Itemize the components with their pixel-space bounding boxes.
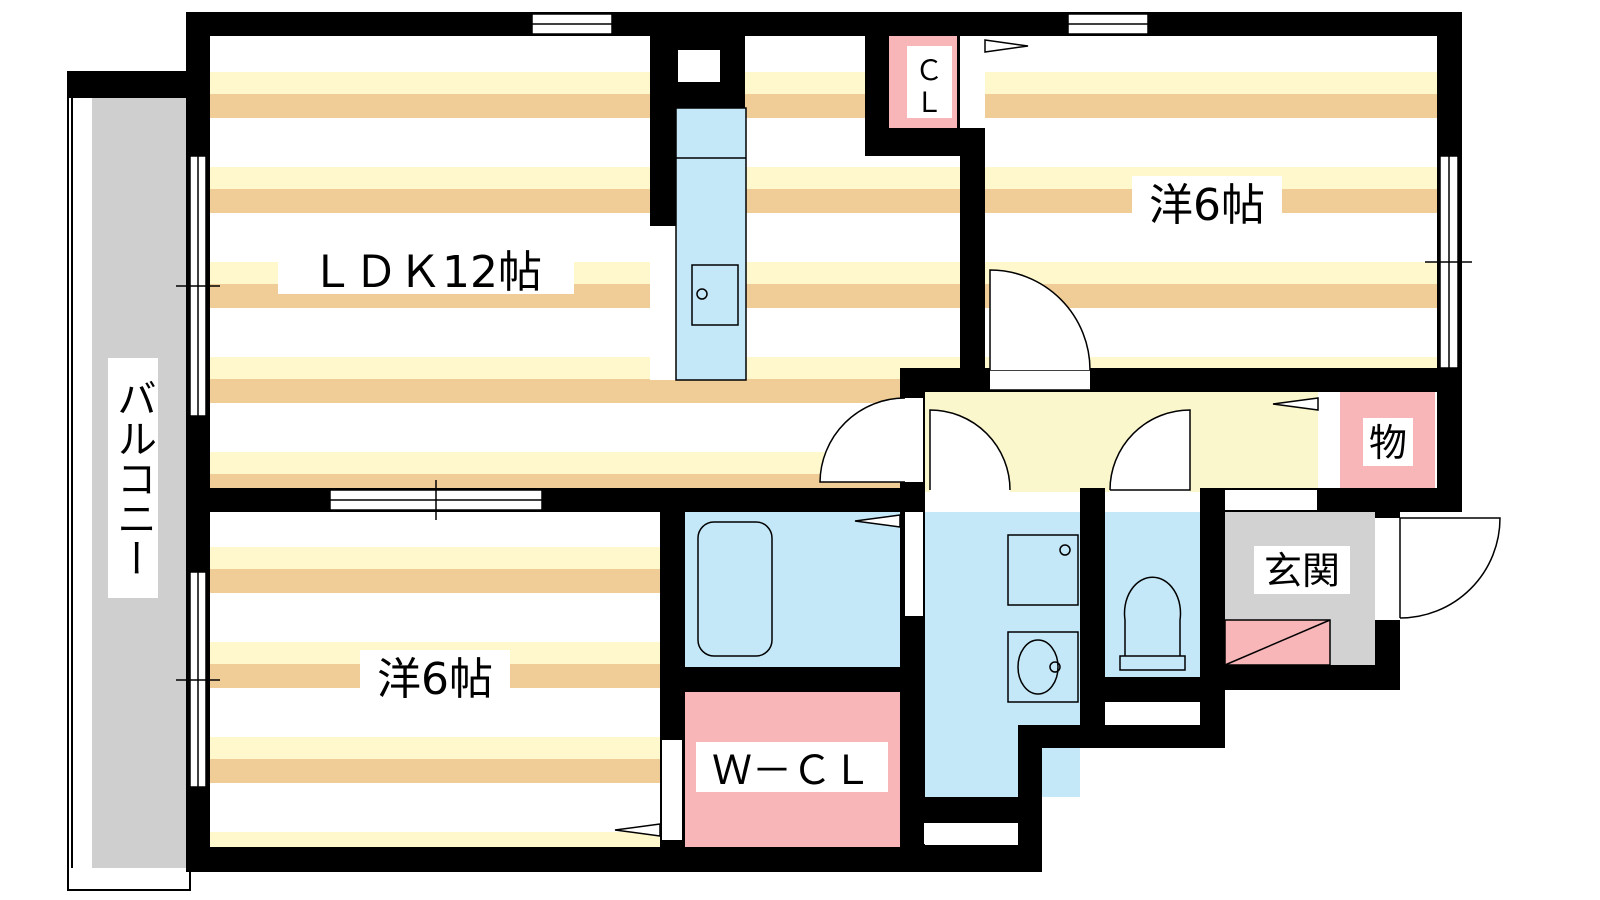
closet-label-line1: Ｃ: [915, 54, 943, 87]
washing-machine-icon: [1007, 534, 1079, 606]
kitchen-sink: [691, 264, 739, 326]
balcony: [67, 71, 191, 891]
entrance-label: 玄関: [1254, 546, 1350, 594]
balcony-label-text: バルコニー: [110, 378, 156, 578]
bedroom-lower-label: 洋6帖: [360, 650, 510, 705]
storage-label-text: 物: [1369, 421, 1407, 465]
closet-label-line2: Ｌ: [915, 86, 943, 119]
bedroom-lower-label-text: 洋6帖: [377, 654, 493, 705]
ldk-label-text: ＬＤＫ12帖: [310, 247, 542, 298]
toilet-icon: [1119, 576, 1186, 671]
entrance-label-text: 玄関: [1264, 549, 1340, 593]
storage-label: 物: [1363, 418, 1413, 466]
walls: [186, 12, 1462, 872]
bedroom-upper-label-text: 洋6帖: [1149, 180, 1265, 231]
windows: [176, 13, 1472, 788]
kitchen-drain-icon: [696, 288, 708, 300]
bedroom-upper-label: 洋6帖: [1132, 176, 1282, 231]
ldk-label: ＬＤＫ12帖: [278, 242, 574, 298]
washbasin-icon: [1007, 631, 1079, 703]
shoe-box: [1224, 619, 1331, 666]
kitchen-counter: [675, 107, 747, 381]
closet-label: Ｃ Ｌ: [907, 46, 952, 119]
walk-in-closet-label: Ｗ－ＣＬ: [696, 742, 888, 794]
walk-in-closet-label-text: Ｗ－ＣＬ: [712, 748, 872, 794]
bathtub-icon: [697, 521, 773, 657]
doors: [614, 36, 1501, 844]
